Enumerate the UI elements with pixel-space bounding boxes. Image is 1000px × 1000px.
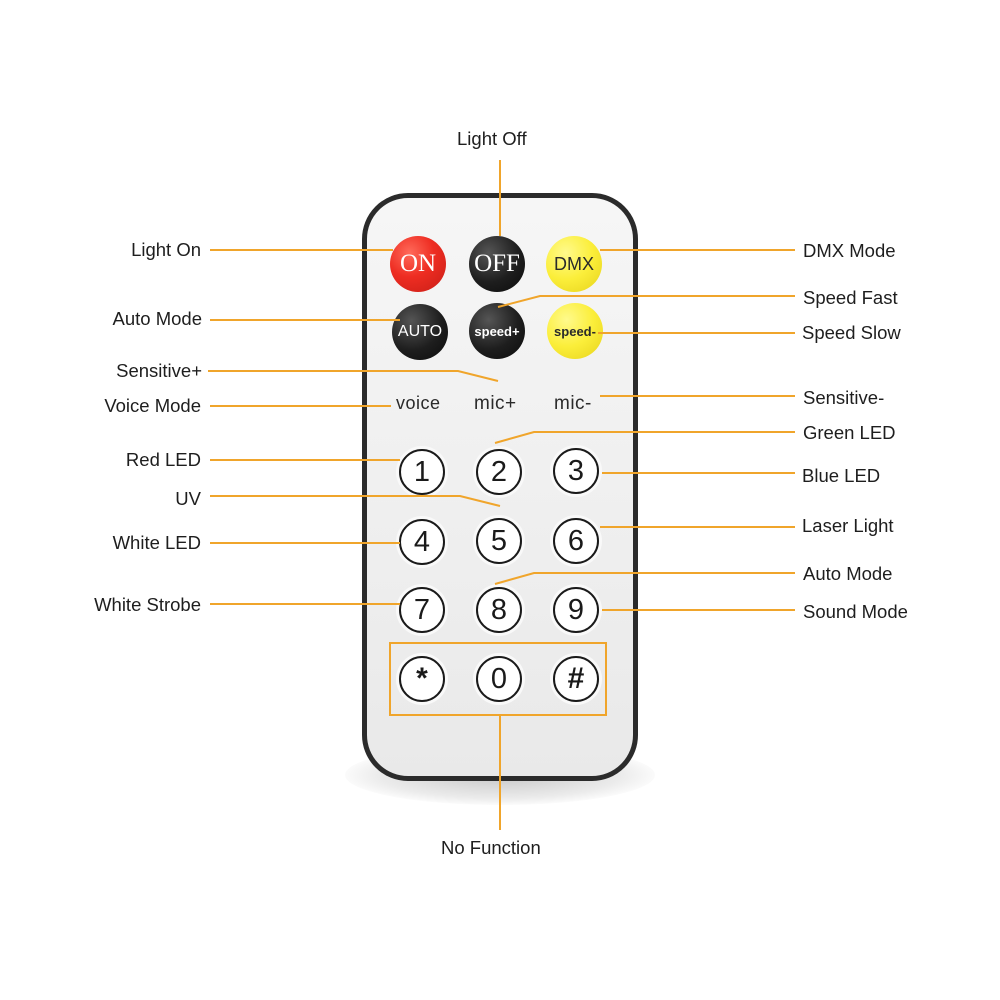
key-3-label: 3 xyxy=(567,454,585,487)
key-8-button[interactable]: 8 xyxy=(476,587,522,633)
key-star-button[interactable]: * xyxy=(399,656,445,702)
label-sound-mode: Sound Mode xyxy=(803,601,908,622)
key-star-label: * xyxy=(416,662,428,695)
leader-auto-mode-right xyxy=(494,572,795,585)
key-9-label: 9 xyxy=(567,593,585,626)
key-hash-button[interactable]: # xyxy=(553,656,599,702)
key-2-button[interactable]: 2 xyxy=(476,449,522,495)
key-3-button[interactable]: 3 xyxy=(553,448,599,494)
key-7-button[interactable]: 7 xyxy=(399,587,445,633)
key-8-label: 8 xyxy=(490,593,508,626)
key-4-label: 4 xyxy=(413,525,431,558)
label-dmx-mode: DMX Mode xyxy=(803,240,896,261)
label-white-led: White LED xyxy=(112,532,201,553)
off-button-label: OFF xyxy=(474,250,520,277)
speed-plus-button[interactable]: speed+ xyxy=(469,303,525,359)
key-0-label: 0 xyxy=(490,662,508,695)
label-sensitive-plus: Sensitive+ xyxy=(116,360,202,381)
label-speed-slow: Speed Slow xyxy=(802,322,901,343)
label-uv: UV xyxy=(175,488,201,509)
key-6-button[interactable]: 6 xyxy=(553,518,599,564)
mic-plus-button[interactable]: mic+ xyxy=(474,393,517,414)
dmx-button-label: DMX xyxy=(554,253,594,274)
key-0-button[interactable]: 0 xyxy=(476,656,522,702)
key-2-label: 2 xyxy=(490,455,508,488)
key-9-button[interactable]: 9 xyxy=(553,587,599,633)
label-white-strobe: White Strobe xyxy=(94,594,201,615)
key-7-label: 7 xyxy=(413,593,431,626)
off-button[interactable]: OFF xyxy=(469,236,525,292)
label-green-led: Green LED xyxy=(803,422,896,443)
key-1-label: 1 xyxy=(413,455,431,488)
label-light-off: Light Off xyxy=(457,128,527,149)
leader-speed-fast xyxy=(497,295,795,308)
on-button-label: ON xyxy=(399,250,437,277)
leader-uv xyxy=(210,495,501,507)
leader-green-led xyxy=(494,431,795,444)
label-no-function: No Function xyxy=(441,837,541,858)
label-red-led: Red LED xyxy=(125,449,201,470)
auto-button[interactable]: AUTO xyxy=(392,304,448,360)
leader-sensitive-plus xyxy=(208,370,499,382)
label-auto-mode-left: Auto Mode xyxy=(112,308,202,329)
no-function-highlight-box xyxy=(389,642,607,716)
key-4-button[interactable]: 4 xyxy=(399,519,445,565)
auto-button-label: AUTO xyxy=(397,323,443,340)
label-voice-mode: Voice Mode xyxy=(104,395,201,416)
key-1-button[interactable]: 1 xyxy=(399,449,445,495)
label-light-on: Light On xyxy=(131,239,201,260)
label-auto-mode-right: Auto Mode xyxy=(803,563,893,584)
speed-plus-button-label: speed+ xyxy=(474,323,520,339)
label-laser-light: Laser Light xyxy=(802,515,894,536)
label-blue-led: Blue LED xyxy=(802,465,881,486)
dmx-button[interactable]: DMX xyxy=(546,236,602,292)
mic-minus-button[interactable]: mic- xyxy=(554,393,592,414)
key-hash-label: # xyxy=(567,662,585,695)
voice-button[interactable]: voice xyxy=(396,393,441,413)
on-button[interactable]: ON xyxy=(390,236,446,292)
label-speed-fast: Speed Fast xyxy=(803,287,898,308)
key-5-button[interactable]: 5 xyxy=(476,518,522,564)
key-6-label: 6 xyxy=(567,524,585,557)
speed-minus-button[interactable]: speed- xyxy=(547,303,603,359)
speed-minus-button-label: speed- xyxy=(554,323,596,339)
label-sensitive-minus: Sensitive- xyxy=(803,387,885,408)
key-5-label: 5 xyxy=(490,524,508,557)
